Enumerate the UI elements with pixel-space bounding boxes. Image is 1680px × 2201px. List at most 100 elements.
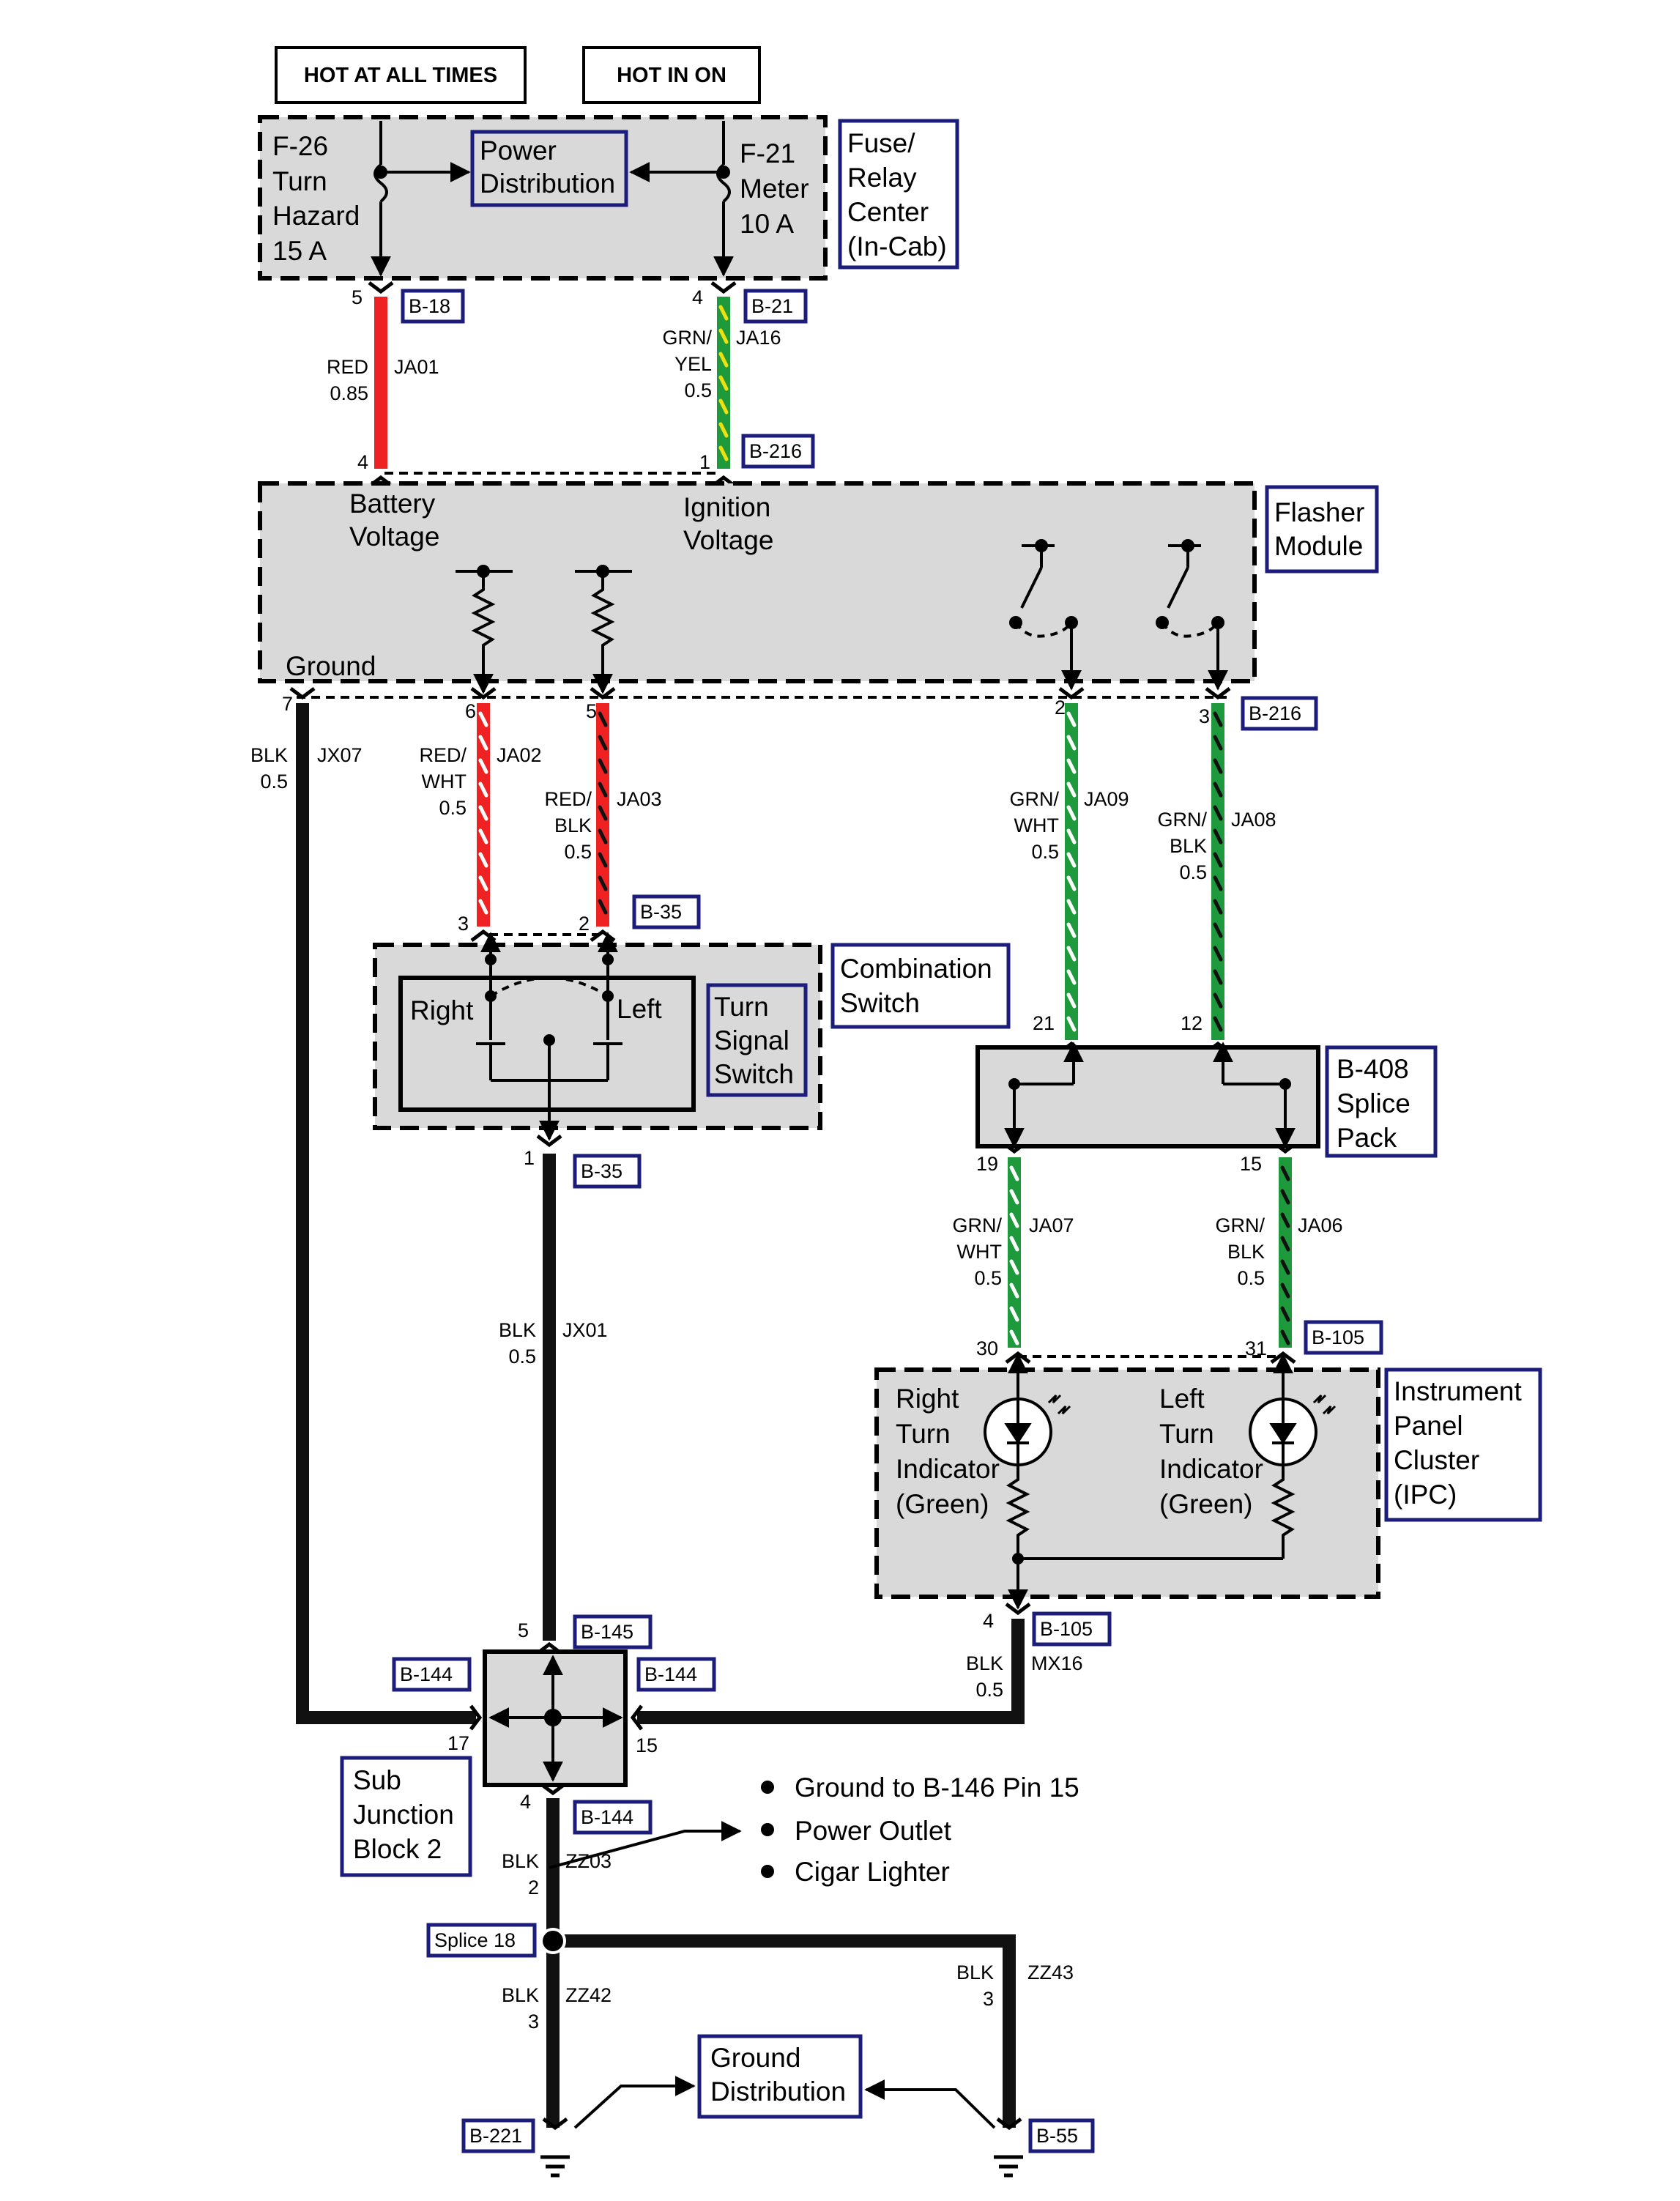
label-ja02-color: WHT xyxy=(422,771,467,793)
svg-text:B-408 Splice Pack: B-408 Splice Pack xyxy=(1337,1054,1418,1153)
tag-b216-top-text: B-216 xyxy=(749,440,802,462)
tag-b144-left-text: B-144 xyxy=(400,1663,453,1685)
connector-jaw xyxy=(1058,687,1085,700)
tag-b105-top: B-105 xyxy=(1304,1320,1383,1355)
wire-ja08-stripes xyxy=(1213,711,1223,1032)
label-mx16-id: MX16 xyxy=(1031,1652,1083,1674)
f26-label: F-26 Turn Hazard 15 A xyxy=(272,131,368,266)
svg-text:Power Distribution: Power Distribution xyxy=(480,136,615,198)
pin-number: 6 xyxy=(465,700,476,722)
label-jx07-color: 0.5 xyxy=(260,771,288,793)
pin-number: 12 xyxy=(1181,1012,1203,1034)
label-ja03-color: 0.5 xyxy=(564,841,592,863)
tag-b35-top-text: B-35 xyxy=(640,901,682,923)
label-jx07-id: JX07 xyxy=(317,744,363,766)
pin-number: 7 xyxy=(282,693,293,715)
connector-jaw xyxy=(469,1704,483,1731)
label-ja08-color: 0.5 xyxy=(1179,861,1207,883)
tag-b145-text: B-145 xyxy=(581,1621,633,1643)
label-mx16-color: 0.5 xyxy=(975,1679,1003,1701)
pin-number: 15 xyxy=(636,1734,658,1756)
label-ja16-id: JA16 xyxy=(736,327,781,349)
label-ja03-color: BLK xyxy=(554,814,592,836)
wire-ja03-stripes xyxy=(598,711,608,915)
tag-b55: B-55 xyxy=(1028,2118,1095,2153)
note-cigar-lighter: Cigar Lighter xyxy=(795,1857,950,1887)
combination-switch: Right Left Turn Signal Switch xyxy=(373,932,822,1141)
hot-in-on-box: HOT IN ON xyxy=(582,46,761,104)
label-ja02-id: JA02 xyxy=(497,744,542,766)
label-jx01-color: BLK xyxy=(499,1319,536,1341)
label-ja09-id: JA09 xyxy=(1084,788,1129,810)
flasher-resistors xyxy=(456,565,632,694)
tag-b21-text: B-21 xyxy=(751,295,793,317)
label-zz43-id: ZZ43 xyxy=(1027,1961,1074,1983)
label-ja06-color: GRN/ xyxy=(1216,1214,1265,1236)
tag-b144-bottom: B-144 xyxy=(573,1800,653,1835)
f21-label: F-21 Meter 10 A xyxy=(740,138,817,239)
wire-zz43 xyxy=(553,1934,1016,2128)
label-ja07-color: GRN/ xyxy=(953,1214,1003,1236)
label-ja09-color: WHT xyxy=(1014,814,1059,836)
pin-number: 3 xyxy=(458,913,469,935)
flasher-module: Battery Voltage Ignition Voltage Ground xyxy=(258,481,1257,694)
label-ja08-color: GRN/ xyxy=(1158,809,1208,831)
connector-jaw xyxy=(996,2118,1022,2131)
tag-b105-bottom-text: B-105 xyxy=(1040,1618,1093,1640)
pin-number: 1 xyxy=(699,451,710,473)
svg-text:Instrument Panel C: Instrument Panel Cluster (IPC) xyxy=(1394,1376,1529,1510)
label-zz42-color: BLK xyxy=(502,1984,539,2006)
label-jx01-id: JX01 xyxy=(562,1319,608,1341)
label-ja01-color: RED xyxy=(327,356,368,378)
turn-signal-switch-label: Turn Signal Switch xyxy=(714,992,797,1089)
pin-number: 30 xyxy=(976,1337,998,1359)
svg-text:Combination Switch: Combination Switch xyxy=(840,954,1000,1018)
tag-b55-text: B-55 xyxy=(1036,2125,1078,2147)
ground-symbols xyxy=(540,2155,1023,2178)
connector-jaw xyxy=(542,2118,568,2131)
tag-b144-bottom-text: B-144 xyxy=(581,1806,633,1828)
label-ja01-color: 0.85 xyxy=(330,382,368,404)
label-zz03-id: ZZ03 xyxy=(565,1850,612,1872)
label-jx01-color: 0.5 xyxy=(508,1346,536,1367)
connector-jaw xyxy=(710,281,737,294)
label-ja06-color: BLK xyxy=(1227,1241,1265,1263)
fuse-f26 xyxy=(371,121,471,277)
tag-splice-18: Splice 18 xyxy=(426,1923,537,1958)
splice-pack xyxy=(975,1042,1320,1148)
tag-b35-bottom-text: B-35 xyxy=(581,1160,622,1182)
pin-number: 31 xyxy=(1245,1337,1267,1359)
connector-jaw xyxy=(1205,687,1231,700)
wire-jx07 xyxy=(296,703,476,1724)
flasher-relay-switches xyxy=(1009,539,1228,691)
label-ja06-color: 0.5 xyxy=(1237,1267,1265,1289)
label-jx01: BLK 0.5 JX01 xyxy=(499,1319,608,1367)
sub-junction-block xyxy=(483,1649,628,1787)
fuse-relay-center-label: Fuse/ Relay Center (In-Cab) xyxy=(838,119,959,270)
label-ja07-id: JA07 xyxy=(1029,1214,1074,1236)
tag-b105-top-text: B-105 xyxy=(1312,1326,1364,1348)
battery-voltage-label: Battery Voltage xyxy=(349,489,443,552)
tag-b216-right: B-216 xyxy=(1241,696,1318,731)
label-zz42-id: ZZ42 xyxy=(565,1984,612,2006)
label-ja02-color: 0.5 xyxy=(439,797,467,819)
ipc-label: Instrument Panel Cluster (IPC) xyxy=(1384,1367,1542,1522)
splice-18-center xyxy=(547,1935,559,1947)
tag-b35-bottom: B-35 xyxy=(573,1154,642,1189)
label-ja07-color: 0.5 xyxy=(974,1267,1002,1289)
pin-number: 4 xyxy=(983,1610,994,1632)
label-zz03-color: BLK xyxy=(502,1850,539,1872)
note-power-outlet: Power Outlet xyxy=(795,1816,952,1846)
tag-b21: B-21 xyxy=(743,289,808,324)
label-ja02-color: RED/ xyxy=(419,744,467,766)
left-turn-indicator-label: Left Turn Indicator (Green) xyxy=(1159,1384,1271,1519)
wire-mx16 xyxy=(637,1619,1025,1724)
svg-text:Flasher Module: Flasher Module xyxy=(1274,497,1372,561)
